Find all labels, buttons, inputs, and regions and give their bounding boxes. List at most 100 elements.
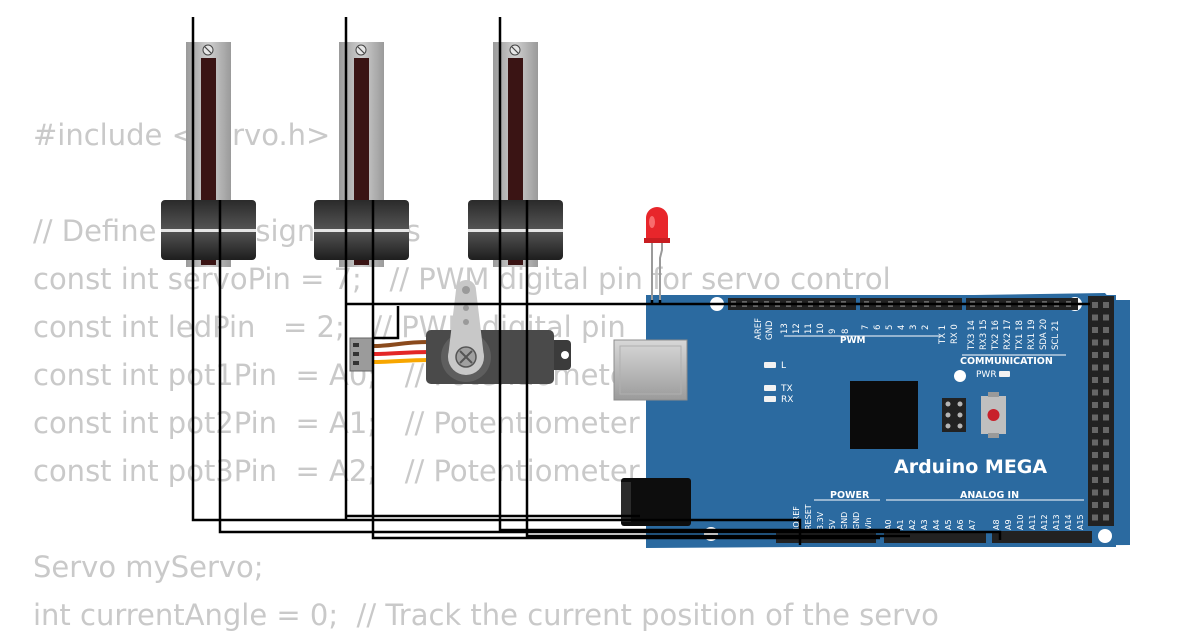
pin-label: RX3 15 — [979, 319, 989, 350]
pin-label: A14 — [1064, 514, 1073, 530]
header-pin — [1103, 389, 1109, 396]
header-pin — [1092, 302, 1098, 308]
header-pin — [1103, 339, 1109, 346]
wire — [371, 200, 880, 540]
header-pin — [1103, 439, 1109, 446]
header-pin — [1092, 514, 1098, 521]
header-pin — [1103, 377, 1109, 383]
led-tx-indicator — [764, 385, 776, 391]
pin-label: GND — [840, 512, 849, 530]
pin-label: TX2 16 — [991, 320, 1001, 351]
code-line: const int ledPin = 2; // PWM digital pin — [33, 310, 626, 344]
header-pin — [1092, 339, 1098, 346]
power-jack — [621, 478, 691, 526]
header-pin — [1092, 364, 1098, 371]
pin-label: A11 — [1028, 514, 1037, 530]
wire — [525, 200, 910, 538]
pin-label: IOREF — [792, 506, 801, 530]
pin-label: Vin — [864, 517, 873, 530]
pin-label: TX 1 — [938, 325, 948, 345]
header-analog-2[interactable] — [992, 531, 1092, 543]
reset-button[interactable] — [981, 392, 1006, 438]
led-tx-label: TX — [780, 384, 793, 394]
pin-label: 6 — [873, 325, 883, 330]
header-pin — [1103, 464, 1109, 471]
wire — [218, 200, 1002, 540]
pin-label: 5V — [828, 519, 837, 530]
header-pin — [1103, 327, 1109, 333]
header-pin — [1103, 514, 1109, 521]
pin-label: 12 — [792, 323, 802, 334]
header-pin — [1103, 302, 1109, 308]
pin-label: A5 — [944, 519, 953, 530]
header-pin — [1103, 489, 1109, 496]
header-pin — [1103, 452, 1109, 458]
pin-label: 4 — [897, 325, 907, 330]
pwr-label: PWR — [976, 370, 997, 380]
pin-label: 13 — [780, 323, 790, 334]
led-rx-indicator — [764, 396, 776, 402]
pin-label: GND — [765, 320, 775, 340]
pin-label: A0 — [884, 519, 893, 530]
pin-label: A6 — [956, 519, 965, 530]
pin-label: TX1 18 — [1015, 320, 1025, 351]
header-pin — [1103, 364, 1109, 371]
pin-label: RX2 17 — [1003, 319, 1013, 350]
pin-label: A15 — [1076, 514, 1085, 530]
power-label: POWER — [830, 490, 870, 501]
code-line: const int servoPin = 7; // PWM digital p… — [33, 262, 891, 296]
header-pin — [1092, 477, 1098, 483]
arduino-mega-board[interactable]: AREF GND 13 12 11 10 9 8 7 6 5 4 3 2 TX … — [613, 293, 1130, 548]
header-pin — [1103, 427, 1109, 433]
slide-potentiometer-3[interactable] — [468, 42, 563, 267]
pin-label: A7 — [968, 519, 977, 530]
board-name: Arduino MEGA — [894, 456, 1047, 478]
pin-label: 3 — [909, 325, 919, 330]
microcontroller-chip — [850, 381, 918, 449]
pin-label: 7 — [861, 325, 871, 330]
pin-label: 10 — [816, 323, 826, 334]
led-l-indicator — [764, 362, 776, 368]
pin-label: 2 — [921, 325, 931, 330]
pin-label: A10 — [1016, 514, 1025, 530]
servo-motor[interactable] — [349, 280, 571, 384]
wiring — [191, 17, 1090, 545]
slide-potentiometer-2[interactable] — [314, 42, 409, 267]
pin-label: SDA 20 — [1039, 319, 1049, 350]
header-pin — [1092, 314, 1098, 321]
header-pin — [1092, 464, 1098, 471]
code-line: int currentAngle = 0; // Track the curre… — [33, 598, 939, 632]
pin-label: RESET — [804, 504, 813, 530]
header-pin — [1092, 502, 1098, 508]
wire — [498, 17, 900, 532]
header-pin — [1092, 327, 1098, 333]
pin-label: 3.3V — [816, 511, 825, 530]
header-pin — [1092, 377, 1098, 383]
pin-label: A1 — [896, 519, 905, 530]
header-pin — [1092, 489, 1098, 496]
pin-label: A3 — [920, 519, 929, 530]
header-pin — [1103, 314, 1109, 321]
header-analog-1[interactable] — [884, 531, 986, 543]
pin-label: A9 — [1004, 519, 1013, 530]
pin-label: 5 — [885, 325, 895, 330]
pin-label: 8 — [841, 329, 851, 334]
slide-potentiometer-1[interactable] — [161, 42, 256, 267]
mount-hole — [1098, 529, 1112, 543]
analog-in-label: ANALOG IN — [960, 490, 1019, 501]
header-pin — [1092, 352, 1098, 358]
pin-label: GND — [852, 512, 861, 530]
header-pin — [1103, 414, 1109, 421]
pin-label: A8 — [992, 519, 1001, 530]
pin-label: 11 — [804, 323, 814, 334]
header-pin — [1092, 427, 1098, 433]
red-led[interactable] — [644, 207, 670, 300]
header-pin — [1092, 452, 1098, 458]
board-logo-dot — [954, 370, 966, 382]
led-pwr-indicator — [999, 371, 1010, 377]
header-right[interactable] — [1088, 296, 1114, 526]
header-pin — [1092, 414, 1098, 421]
code-line: const int pot2Pin = A1; // Potentiometer — [33, 406, 640, 440]
header-pin — [1092, 402, 1098, 408]
